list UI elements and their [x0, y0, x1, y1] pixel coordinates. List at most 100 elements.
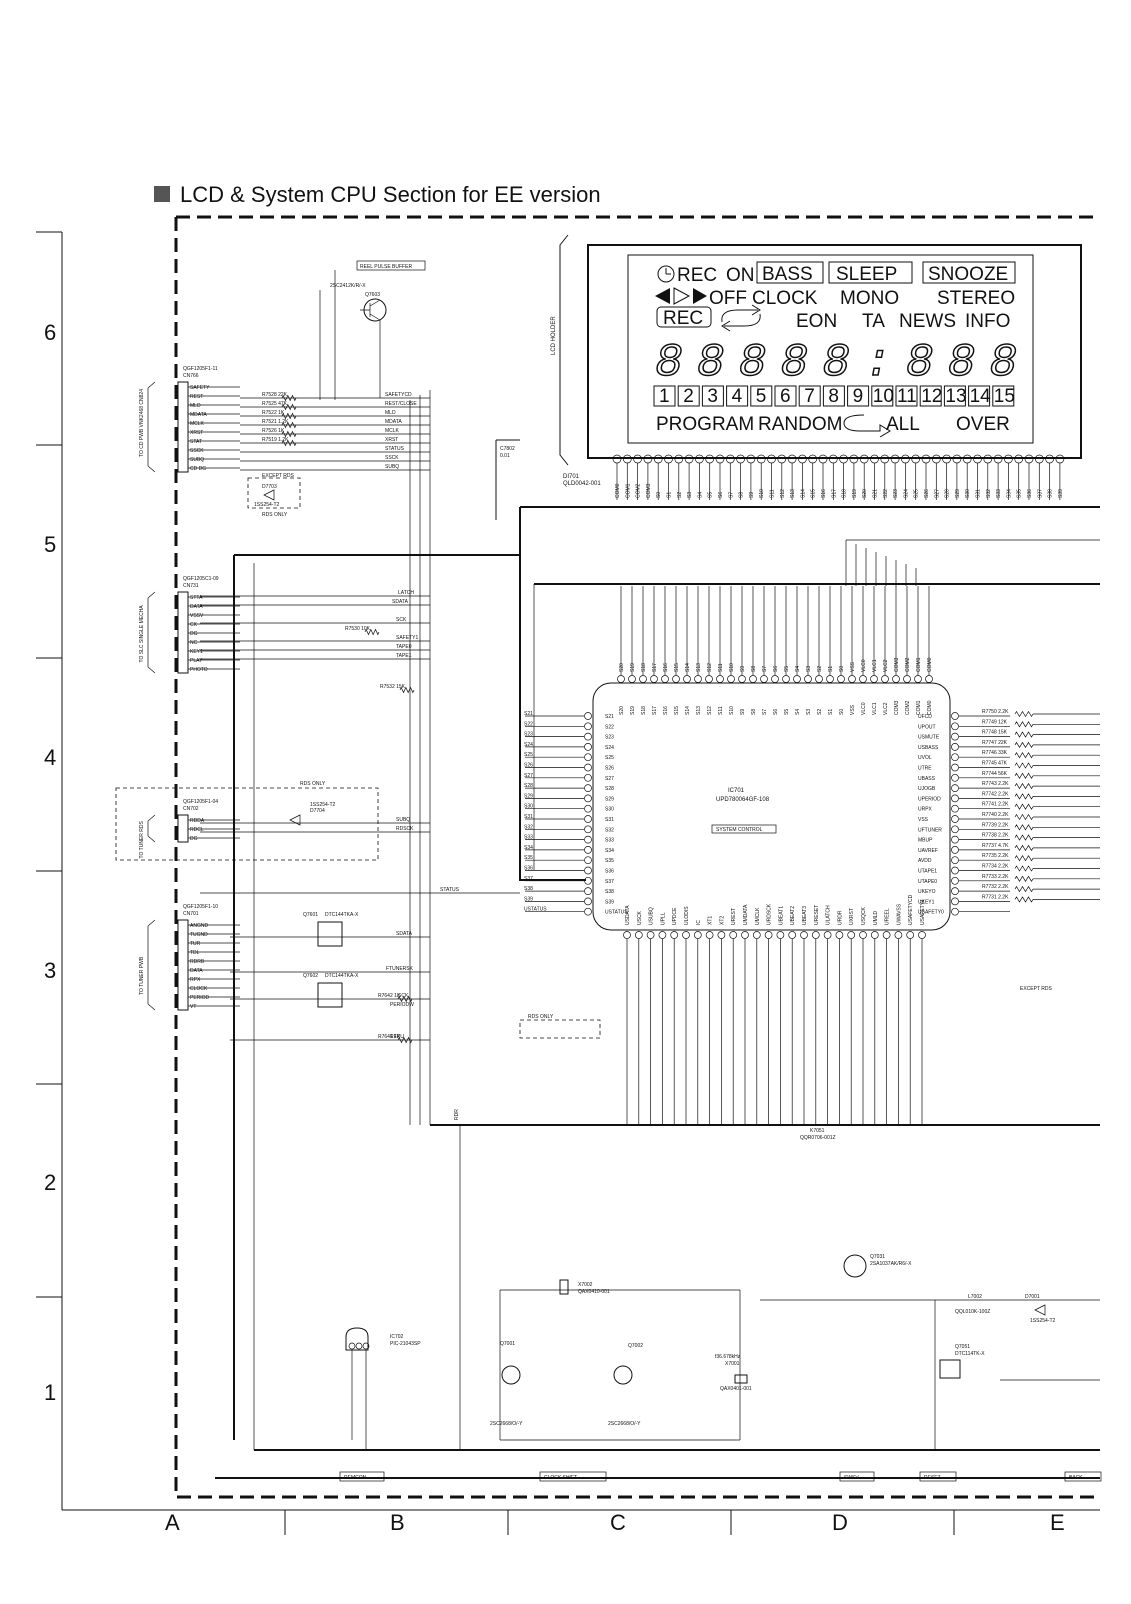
- ic701-right-pin: [951, 753, 959, 762]
- lcd-pin-name: S26: [924, 489, 930, 498]
- lcd-pin-name: S5: [708, 492, 714, 498]
- lcd-number: 2: [683, 386, 694, 407]
- grid-frame: [36, 231, 1100, 1535]
- ic701-top-inner-name: S11: [718, 706, 724, 715]
- ic701-top-pin: [903, 675, 911, 683]
- ic701-top-pin-name: S5: [784, 666, 790, 672]
- ic701-right-inner-name: USMUTE: [918, 735, 940, 741]
- resistor-label: R7735 2.2K: [982, 853, 1009, 859]
- lcd-pin-name: S18: [842, 489, 848, 498]
- ic701-left-pin: [584, 835, 592, 844]
- lcd-eon: EON: [796, 311, 837, 332]
- ic701-top-pin-name: S14: [685, 663, 691, 672]
- ic701-top-pin: [771, 675, 779, 683]
- ic701-right-pin: [951, 763, 959, 772]
- lcd-pin-name: S0: [656, 492, 662, 498]
- connector-bracket: [147, 919, 156, 1011]
- signal-label: PERIODW: [390, 1002, 414, 1008]
- lcd-number-box: [919, 385, 942, 407]
- ic701-left-pin-name: S29: [524, 793, 533, 799]
- title-square-icon: [154, 186, 170, 202]
- q7601-transistor-icon: [317, 921, 343, 947]
- x7001-crystal-icon: [734, 1374, 748, 1384]
- ic701-right-pin: [951, 866, 959, 875]
- lcd-mono: MONO: [840, 288, 899, 309]
- ic701-right-inner-name: UBASS: [918, 776, 936, 782]
- resistor-label: R7530 10K: [345, 626, 371, 632]
- connector-pin-name: DG: [190, 836, 198, 842]
- lcd-number-box: [653, 385, 676, 407]
- ic701-bottom-inner-name: USQCK: [861, 907, 867, 925]
- ic701-bottom-inner-name: URDR: [837, 910, 843, 925]
- ic701-bottom-inner-name: UPLL: [660, 912, 666, 925]
- connector-part: QGF1205F1-11: [183, 366, 218, 372]
- svg-text:QQR0706-001Z: QQR0706-001Z: [800, 1135, 836, 1141]
- lcd-pin-name: S8: [739, 492, 745, 498]
- connector-pin-name: ANGND: [190, 923, 208, 929]
- ic701-bottom-inner-name: USCK: [637, 910, 643, 925]
- ic701-left-inner-name: S39: [605, 899, 614, 905]
- signal-label: RDSCK: [396, 826, 414, 832]
- grid-col-label: B: [390, 1510, 405, 1535]
- ic701-right-inner-name: URPX: [918, 807, 933, 813]
- lcd-pin-name: S16: [821, 489, 827, 498]
- ic701-top-pin-name: S13: [696, 663, 702, 672]
- connector-body: [177, 381, 189, 473]
- lcd-bus-lines: [845, 539, 1100, 586]
- connector-pin-name: SAFETY: [190, 385, 210, 391]
- connector-pin-name: VSSV: [190, 613, 204, 619]
- ic701-top-pin-name: COM0: [927, 657, 933, 672]
- svg-text:EXCEPT RDS: EXCEPT RDS: [262, 473, 295, 479]
- connector-dest: TO CD PWB VNK2468 CN824: [139, 389, 145, 457]
- ic701-top-pin: [617, 675, 625, 683]
- ic701-left-pin: [584, 743, 592, 751]
- ic701-top-inner-name: COM0: [927, 700, 933, 715]
- q7051-transistor-icon: [939, 1359, 961, 1379]
- ic701-left-pin-name: S39: [524, 896, 533, 902]
- ic701-right-pin: [951, 784, 959, 792]
- signal-label: SDATA: [392, 599, 409, 605]
- lcd-number: 6: [780, 386, 791, 407]
- resistor-label: R7642 1K: [378, 993, 401, 999]
- lcd-part: QLD0042-001: [563, 481, 601, 487]
- connector-pin-name: MDATA: [190, 412, 207, 418]
- grid-col-label: E: [1050, 1510, 1065, 1535]
- lcd-number-box: [943, 385, 966, 407]
- ic701-left-inner-name: S26: [605, 766, 614, 772]
- connector-dest: TO SLC SINGLE MECHA: [139, 605, 145, 663]
- svg-text:Q7603: Q7603: [365, 292, 380, 298]
- lcd-pin-name: S39: [1058, 489, 1064, 498]
- lcd-number: 7: [804, 386, 815, 407]
- svg-text:f36.678kHz: f36.678kHz: [715, 1354, 741, 1360]
- ic701-top-inner-name: S7: [762, 709, 768, 715]
- resistor-icon: [281, 412, 297, 420]
- ic701-top-pin-name: S11: [718, 663, 724, 672]
- connector-pin-name: VT: [190, 1004, 196, 1010]
- ic701-top-pin-name: S1: [828, 666, 834, 672]
- connector-dest: TO TUNER RDS: [139, 821, 145, 859]
- ic701-top-pin-name: S3: [806, 666, 812, 672]
- lcd-pin-name: S6: [718, 492, 724, 498]
- ic701-right-inner-name: USBASS: [918, 745, 939, 751]
- grid-row-label: 3: [44, 958, 56, 983]
- ic701-right-pin: [951, 907, 959, 916]
- ic701-left-pin: [584, 846, 592, 854]
- ic701-top-inner-name: VLC0: [861, 702, 867, 715]
- ic701-bottom-inner-name: UREEL: [885, 908, 891, 925]
- signal-label: SSCK: [385, 455, 399, 461]
- ic701-bottom-pin: [894, 931, 903, 939]
- lcd-ref: DI701: [563, 474, 580, 480]
- resistor-label: R7748 15K: [982, 730, 1008, 736]
- lcd-pin-name: S23: [893, 489, 899, 498]
- ic701-right-pin: [951, 846, 959, 854]
- ic701-right-pin: [951, 825, 959, 834]
- connector-pin-name: TUGND: [190, 932, 208, 938]
- resistor-label: R7750 2.2K: [982, 709, 1009, 715]
- connector-pin-name: TUR: [190, 941, 201, 947]
- lcd-pin-name: S14: [800, 489, 806, 498]
- ic701-left-inner-name: S29: [605, 796, 614, 802]
- ic701-top-pin: [672, 675, 680, 683]
- ic701-left-pin-name: S25: [524, 752, 533, 758]
- ic701-system-control: IC701 UPD780064GF-108 SYSTEM CONTROL: [592, 682, 951, 931]
